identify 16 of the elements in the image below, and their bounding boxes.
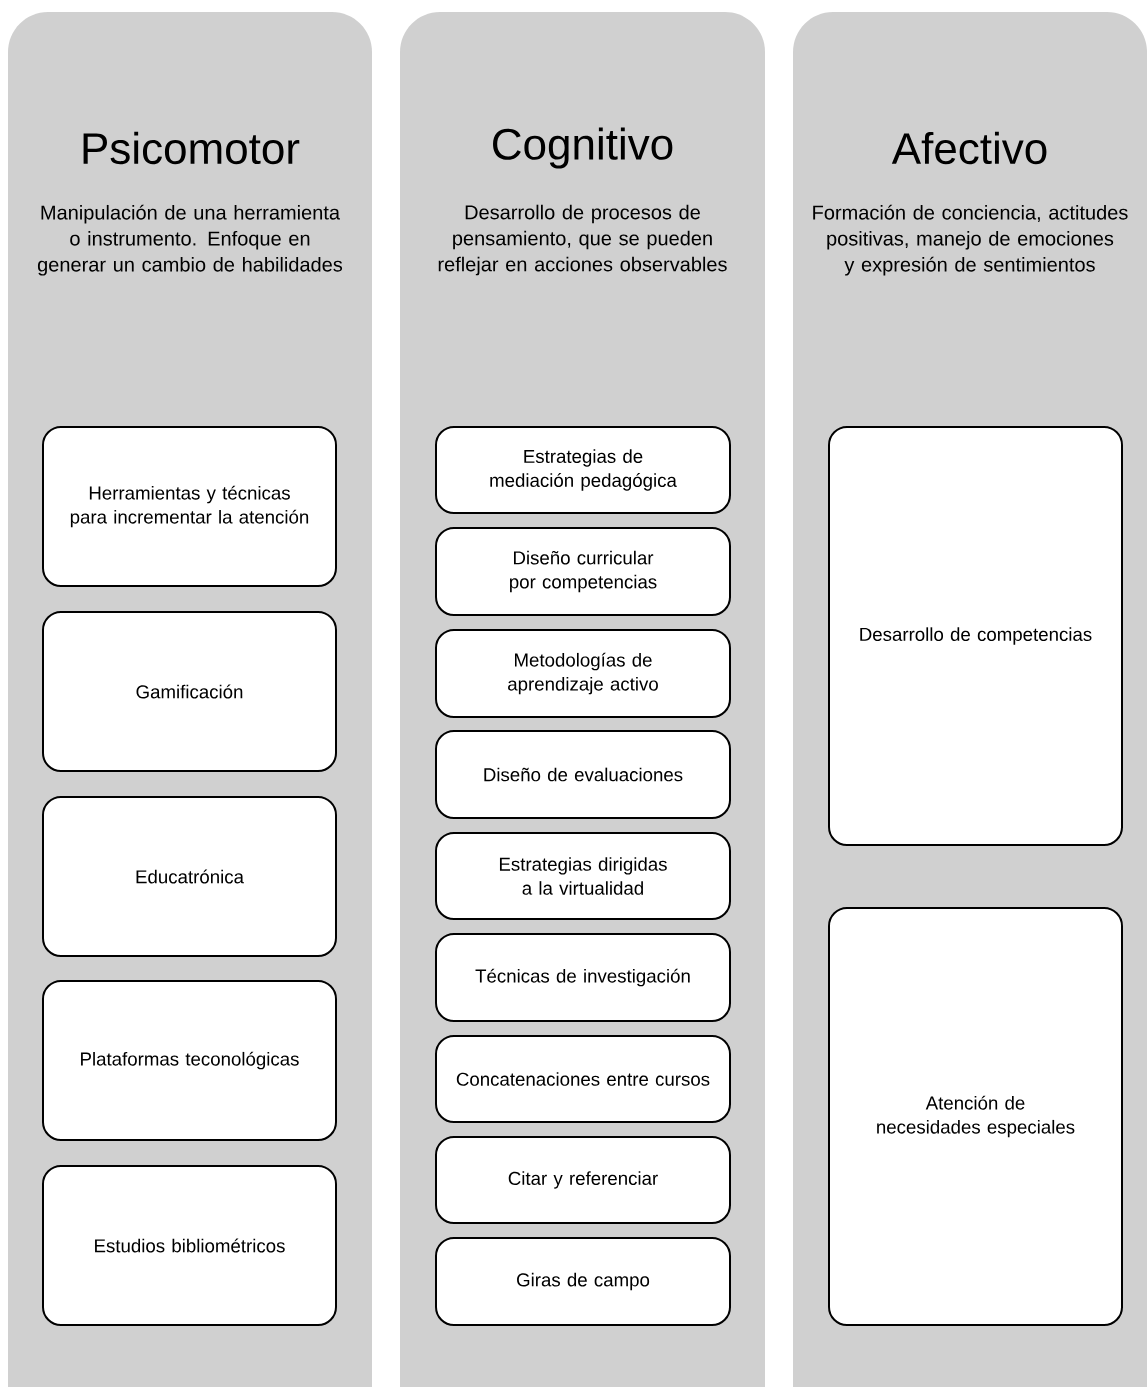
item-box: Estudios bibliométricos bbox=[42, 1165, 337, 1326]
item-box: Plataformas teconológicas bbox=[42, 980, 337, 1141]
item-box: Gamificación bbox=[42, 611, 337, 772]
item-box: Estrategias dirigidas a la virtualidad bbox=[435, 832, 731, 920]
item-box: Herramientas y técnicas para incrementar la atención bbox=[42, 426, 337, 587]
item-box: Estrategias de mediación pedagógica bbox=[435, 426, 731, 514]
item-box: Educatrónica bbox=[42, 796, 337, 957]
item-box: Desarrollo de competencias bbox=[828, 426, 1123, 846]
item-box: Atención de necesidades especiales bbox=[828, 907, 1123, 1326]
item-box: Diseño de evaluaciones bbox=[435, 730, 731, 819]
item-box: Metodologías de aprendizaje activo bbox=[435, 629, 731, 718]
item-box: Concatenaciones entre cursos bbox=[435, 1035, 731, 1123]
item-box: Diseño curricular por competencias bbox=[435, 527, 731, 616]
item-box: Técnicas de investigación bbox=[435, 933, 731, 1022]
item-box: Giras de campo bbox=[435, 1237, 731, 1326]
item-box: Citar y referenciar bbox=[435, 1136, 731, 1224]
